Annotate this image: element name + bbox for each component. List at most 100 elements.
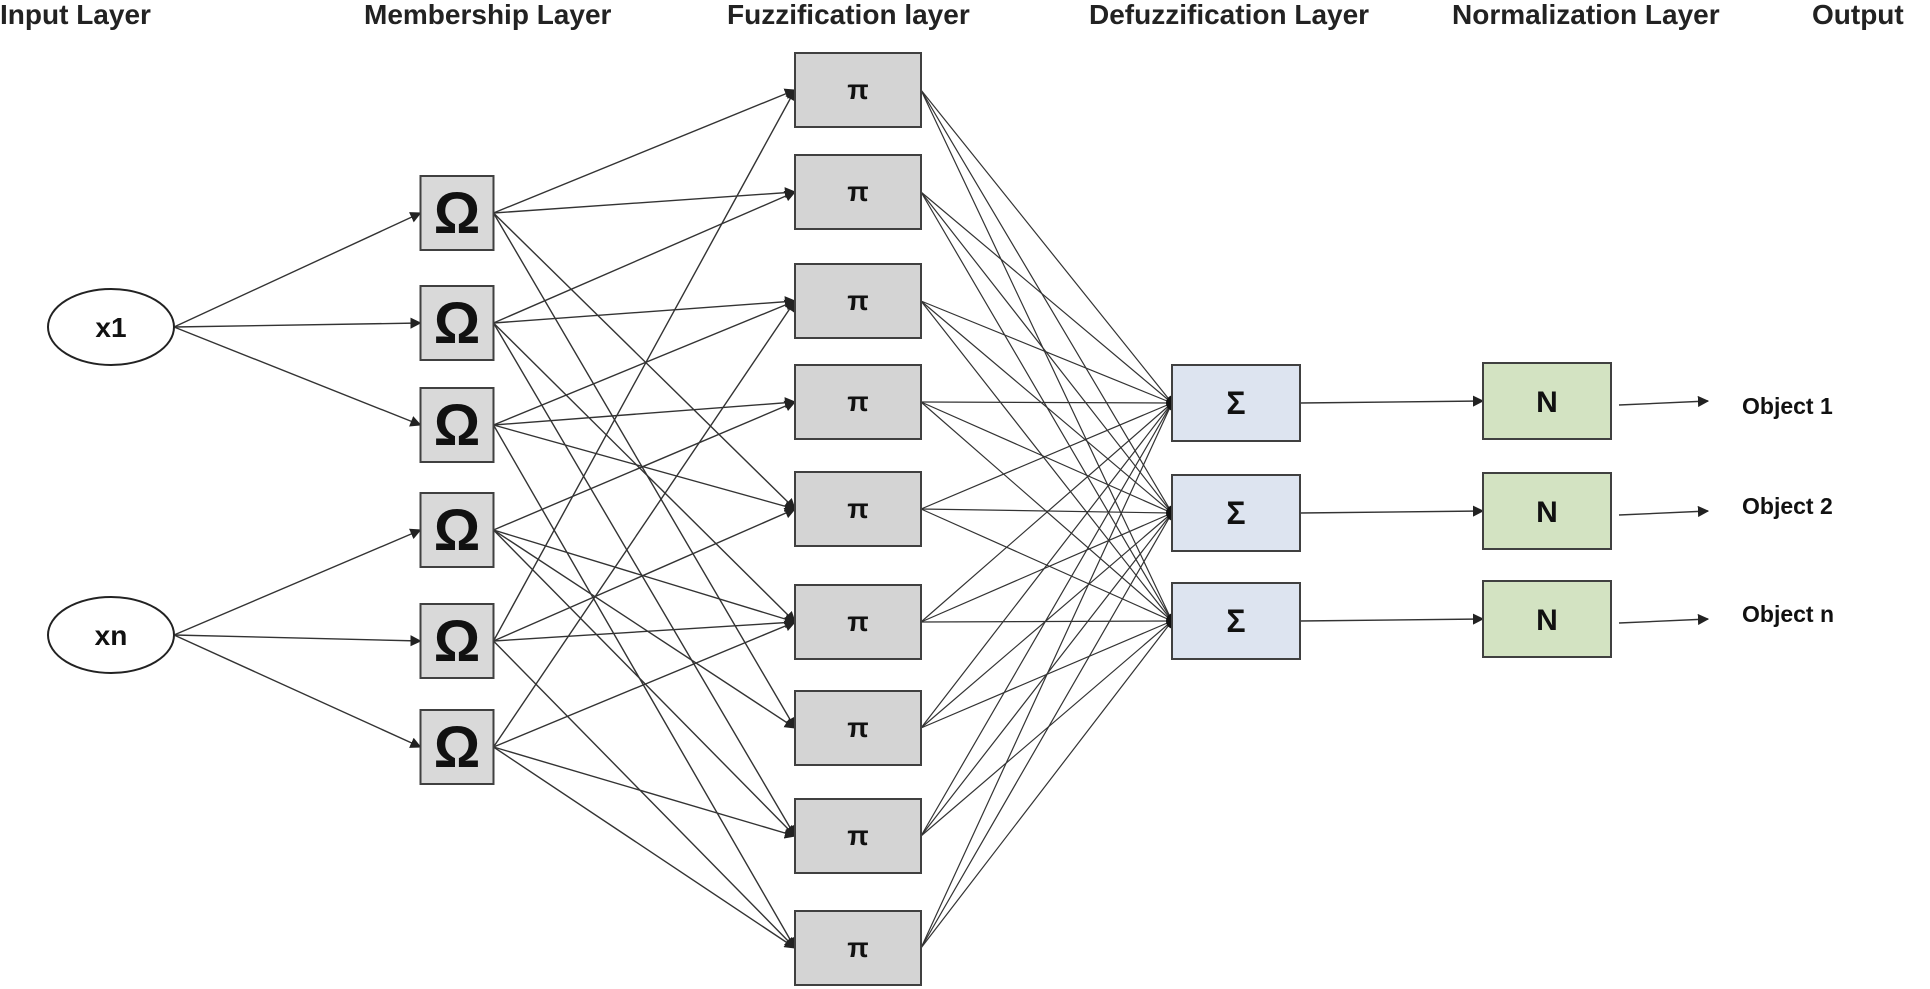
fuzzification-node-box [794, 798, 922, 874]
omega-symbol: Ω [434, 498, 481, 563]
edge-fuzzification-defuzzification [920, 620, 1173, 837]
pi-symbol: π [847, 606, 868, 637]
layer-title-membership: Membership Layer [364, 0, 612, 30]
membership-node: Ω [419, 175, 495, 251]
edge-defuzzification-normalization [1299, 613, 1485, 625]
edge-membership-fuzzification [493, 617, 797, 642]
fuzzification-node-box [794, 364, 922, 440]
normalization-node-box [1482, 472, 1612, 550]
layer-title-input: Input Layer [0, 0, 151, 30]
edge-input-membership [173, 326, 422, 427]
edge-fuzzification-defuzzification [920, 512, 1173, 949]
input-node-shape [47, 288, 175, 366]
defuzzification-node: Σ [1171, 474, 1301, 552]
membership-node-box [419, 175, 495, 251]
input-node: xn [47, 596, 175, 674]
membership-node-box [419, 492, 495, 568]
pi-symbol: π [847, 712, 868, 743]
normalization-node: N [1482, 362, 1612, 440]
sigma-symbol: Σ [1226, 603, 1245, 639]
edge-fuzzification-defuzzification [920, 508, 1173, 514]
edge-membership-fuzzification [493, 529, 796, 837]
fuzzification-node: π [794, 910, 922, 986]
edge-membership-fuzzification [493, 529, 796, 729]
membership-node-box [419, 709, 495, 785]
edge-defuzzification-normalization [1299, 395, 1485, 407]
fuzzification-node: π [794, 690, 922, 766]
edge-membership-fuzzification [493, 212, 796, 510]
sigma-symbol: Σ [1226, 495, 1245, 531]
edge-membership-fuzzification [493, 620, 797, 748]
layer-title-output: Output [1812, 0, 1904, 30]
edge-membership-fuzzification [493, 400, 797, 531]
pi-symbol: π [847, 285, 868, 316]
edge-membership-fuzzification [493, 322, 796, 623]
normalization-node: N [1482, 580, 1612, 658]
output-labels: Object 1 Object 2 Object n [1742, 393, 1834, 627]
pi-symbol: π [847, 493, 868, 524]
edge-fuzzification-defuzzification [920, 402, 1173, 837]
omega-symbol: Ω [434, 715, 481, 780]
edge-membership-fuzzification [493, 746, 796, 949]
fuzzification-node: π [794, 584, 922, 660]
edge-input-membership [173, 212, 422, 328]
membership-node-box [419, 387, 495, 463]
edge-fuzzification-defuzzification [920, 401, 1173, 404]
edge-membership-fuzzification [493, 746, 797, 839]
fuzzification-node-box [794, 584, 922, 660]
layer-title-defuzzification: Defuzzification Layer [1089, 0, 1369, 30]
membership-node: Ω [419, 709, 495, 785]
pi-symbol: π [847, 932, 868, 963]
fuzzification-node-box [794, 52, 922, 128]
edge-membership-fuzzification [492, 424, 796, 949]
defuzzification-node-box [1171, 364, 1301, 442]
edge-membership-fuzzification [492, 89, 796, 642]
edge-fuzzification-defuzzification [920, 620, 1173, 949]
input-node-shape [47, 596, 175, 674]
omega-symbol: Ω [434, 393, 481, 458]
edge-input-membership [173, 634, 422, 748]
pi-symbol: π [847, 176, 868, 207]
edge-input-membership [173, 528, 422, 636]
normalization-symbol: N [1536, 496, 1558, 529]
omega-symbol: Ω [434, 181, 481, 246]
fuzzification-node-box [794, 263, 922, 339]
edge-membership-fuzzification [493, 296, 797, 324]
edge-fuzzification-defuzzification [920, 300, 1173, 404]
fuzzification-node-box [794, 154, 922, 230]
output-label: Object 1 [1742, 393, 1833, 419]
edge-fuzzification-defuzzification [920, 402, 1173, 729]
edge-membership-fuzzification [493, 424, 797, 512]
membership-node: Ω [419, 492, 495, 568]
edge-membership-fuzzification [493, 299, 797, 426]
omega-symbol: Ω [434, 609, 481, 674]
input-node-label: xn [95, 620, 128, 651]
output-label: Object n [1742, 601, 1834, 627]
fuzzification-node-box [794, 910, 922, 986]
normalization-node: N [1482, 472, 1612, 550]
membership-node-box [419, 285, 495, 361]
defuzzification-node: Σ [1171, 364, 1301, 442]
pi-symbol: π [847, 820, 868, 851]
input-node-label: x1 [95, 312, 126, 343]
omega-symbol: Ω [434, 291, 481, 356]
edge-membership-fuzzification [493, 529, 797, 625]
pi-symbol: π [847, 74, 868, 105]
edge-fuzzification-defuzzification [920, 620, 1173, 623]
sigma-symbol: Σ [1226, 385, 1245, 421]
edge-membership-fuzzification [492, 322, 796, 837]
edge-defuzzification-normalization [1299, 505, 1485, 517]
edge-membership-fuzzification [493, 187, 797, 214]
fuzzification-node-box [794, 471, 922, 547]
edge-input-membership [173, 317, 422, 329]
membership-node: Ω [419, 387, 495, 463]
edge-membership-fuzzification [493, 397, 797, 426]
output-label: Object 2 [1742, 493, 1833, 519]
normalization-node-box [1482, 580, 1612, 658]
fuzzification-node-box [794, 690, 922, 766]
edge-normalization-output [1618, 613, 1710, 626]
edge-fuzzification-defuzzification [920, 89, 1173, 622]
edge-fuzzification-defuzzification [920, 89, 1173, 514]
